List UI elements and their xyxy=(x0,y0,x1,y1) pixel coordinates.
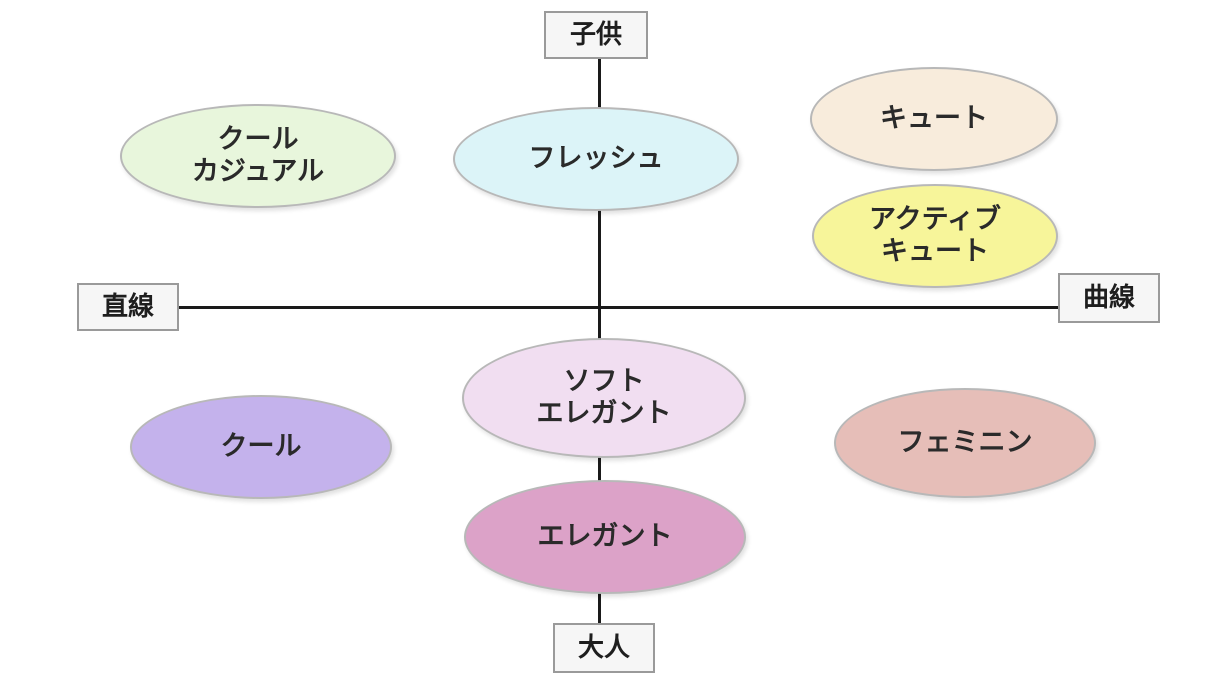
axis-label-bottom: 大人 xyxy=(553,623,655,673)
style-label-line: エレガント xyxy=(537,521,673,553)
style-active-cute: アクティブ キュート xyxy=(812,184,1058,288)
style-label-line: キュート xyxy=(881,236,989,267)
style-label-line: エレガント xyxy=(536,398,672,429)
style-cool-casual: クール カジュアル xyxy=(120,104,396,208)
style-label-line: フレッシュ xyxy=(528,143,664,175)
horizontal-axis-line xyxy=(178,306,1058,309)
style-label-line: アクティブ xyxy=(868,204,1002,236)
style-cute: キュート xyxy=(810,67,1058,171)
style-label-line: クール xyxy=(220,431,302,463)
axis-label-right: 曲線 xyxy=(1058,273,1160,323)
style-soft-elegant: ソフト エレガント xyxy=(462,338,746,458)
axis-label-left: 直線 xyxy=(77,283,179,331)
style-label-line: クール xyxy=(217,124,299,156)
style-feminine: フェミニン xyxy=(834,388,1096,498)
style-label-line: カジュアル xyxy=(191,156,325,187)
style-elegant: エレガント xyxy=(464,480,746,594)
style-label-line: ソフト xyxy=(563,366,645,398)
style-cool: クール xyxy=(130,395,392,499)
style-label-line: フェミニン xyxy=(897,427,1033,459)
axis-label-top: 子供 xyxy=(544,11,648,59)
style-label-line: キュート xyxy=(880,103,988,135)
style-fresh: フレッシュ xyxy=(453,107,739,211)
